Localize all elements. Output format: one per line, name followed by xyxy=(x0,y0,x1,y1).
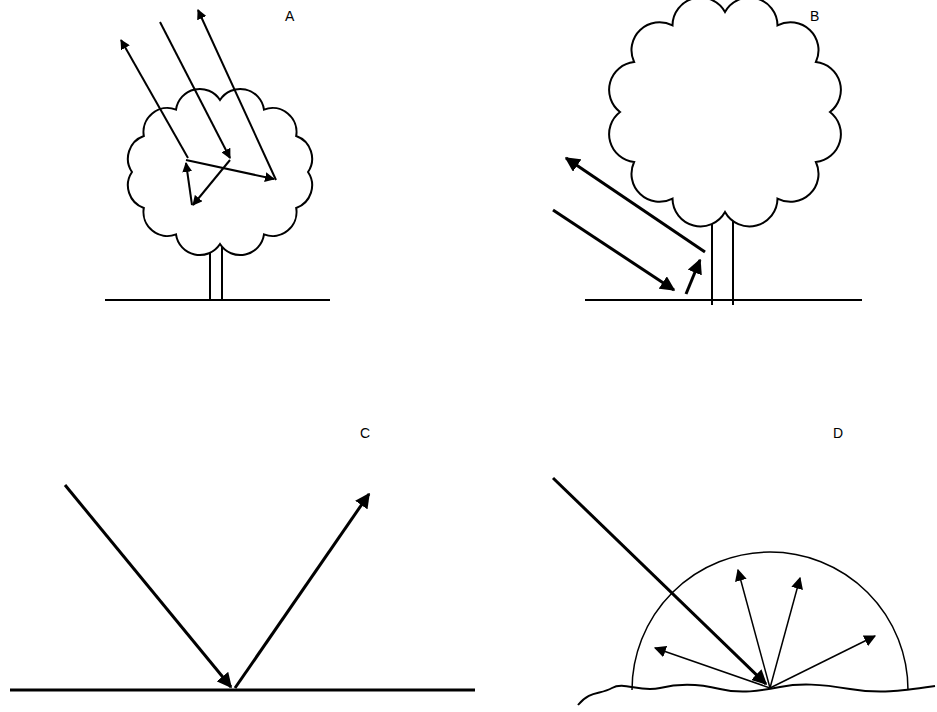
scattered-ray xyxy=(770,636,875,688)
bounce-ray xyxy=(686,260,700,294)
scattered-ray xyxy=(738,570,770,688)
panel-letter: B xyxy=(810,8,819,24)
scatter-ray xyxy=(193,160,230,205)
panel-c-specular xyxy=(10,485,475,690)
panel-letter: C xyxy=(360,425,370,441)
outgoing-ray xyxy=(198,10,276,180)
ground-line xyxy=(585,299,862,301)
panel-b-rays xyxy=(553,158,705,294)
outgoing-ray xyxy=(566,158,705,252)
hemisphere-outline xyxy=(632,552,908,690)
tree-crown xyxy=(128,89,312,255)
panel-letter: A xyxy=(285,8,294,24)
scatter-ray xyxy=(186,160,274,179)
panel-letter: D xyxy=(833,425,843,441)
smooth-surface xyxy=(10,689,475,692)
scattered-ray xyxy=(770,578,800,688)
scatter-ray xyxy=(186,163,192,205)
ground-line xyxy=(105,299,330,301)
incoming-ray xyxy=(553,478,766,684)
incoming-ray xyxy=(65,485,231,687)
reflected-ray xyxy=(235,494,369,688)
outgoing-ray xyxy=(121,40,188,158)
panel-a-tree xyxy=(105,89,330,300)
incoming-ray xyxy=(553,210,674,290)
tree-crown xyxy=(609,0,841,226)
scattered-ray xyxy=(655,648,770,688)
incoming-ray xyxy=(160,22,230,158)
panel-d-diffuse xyxy=(553,478,935,705)
panel-a-rays xyxy=(121,10,276,205)
